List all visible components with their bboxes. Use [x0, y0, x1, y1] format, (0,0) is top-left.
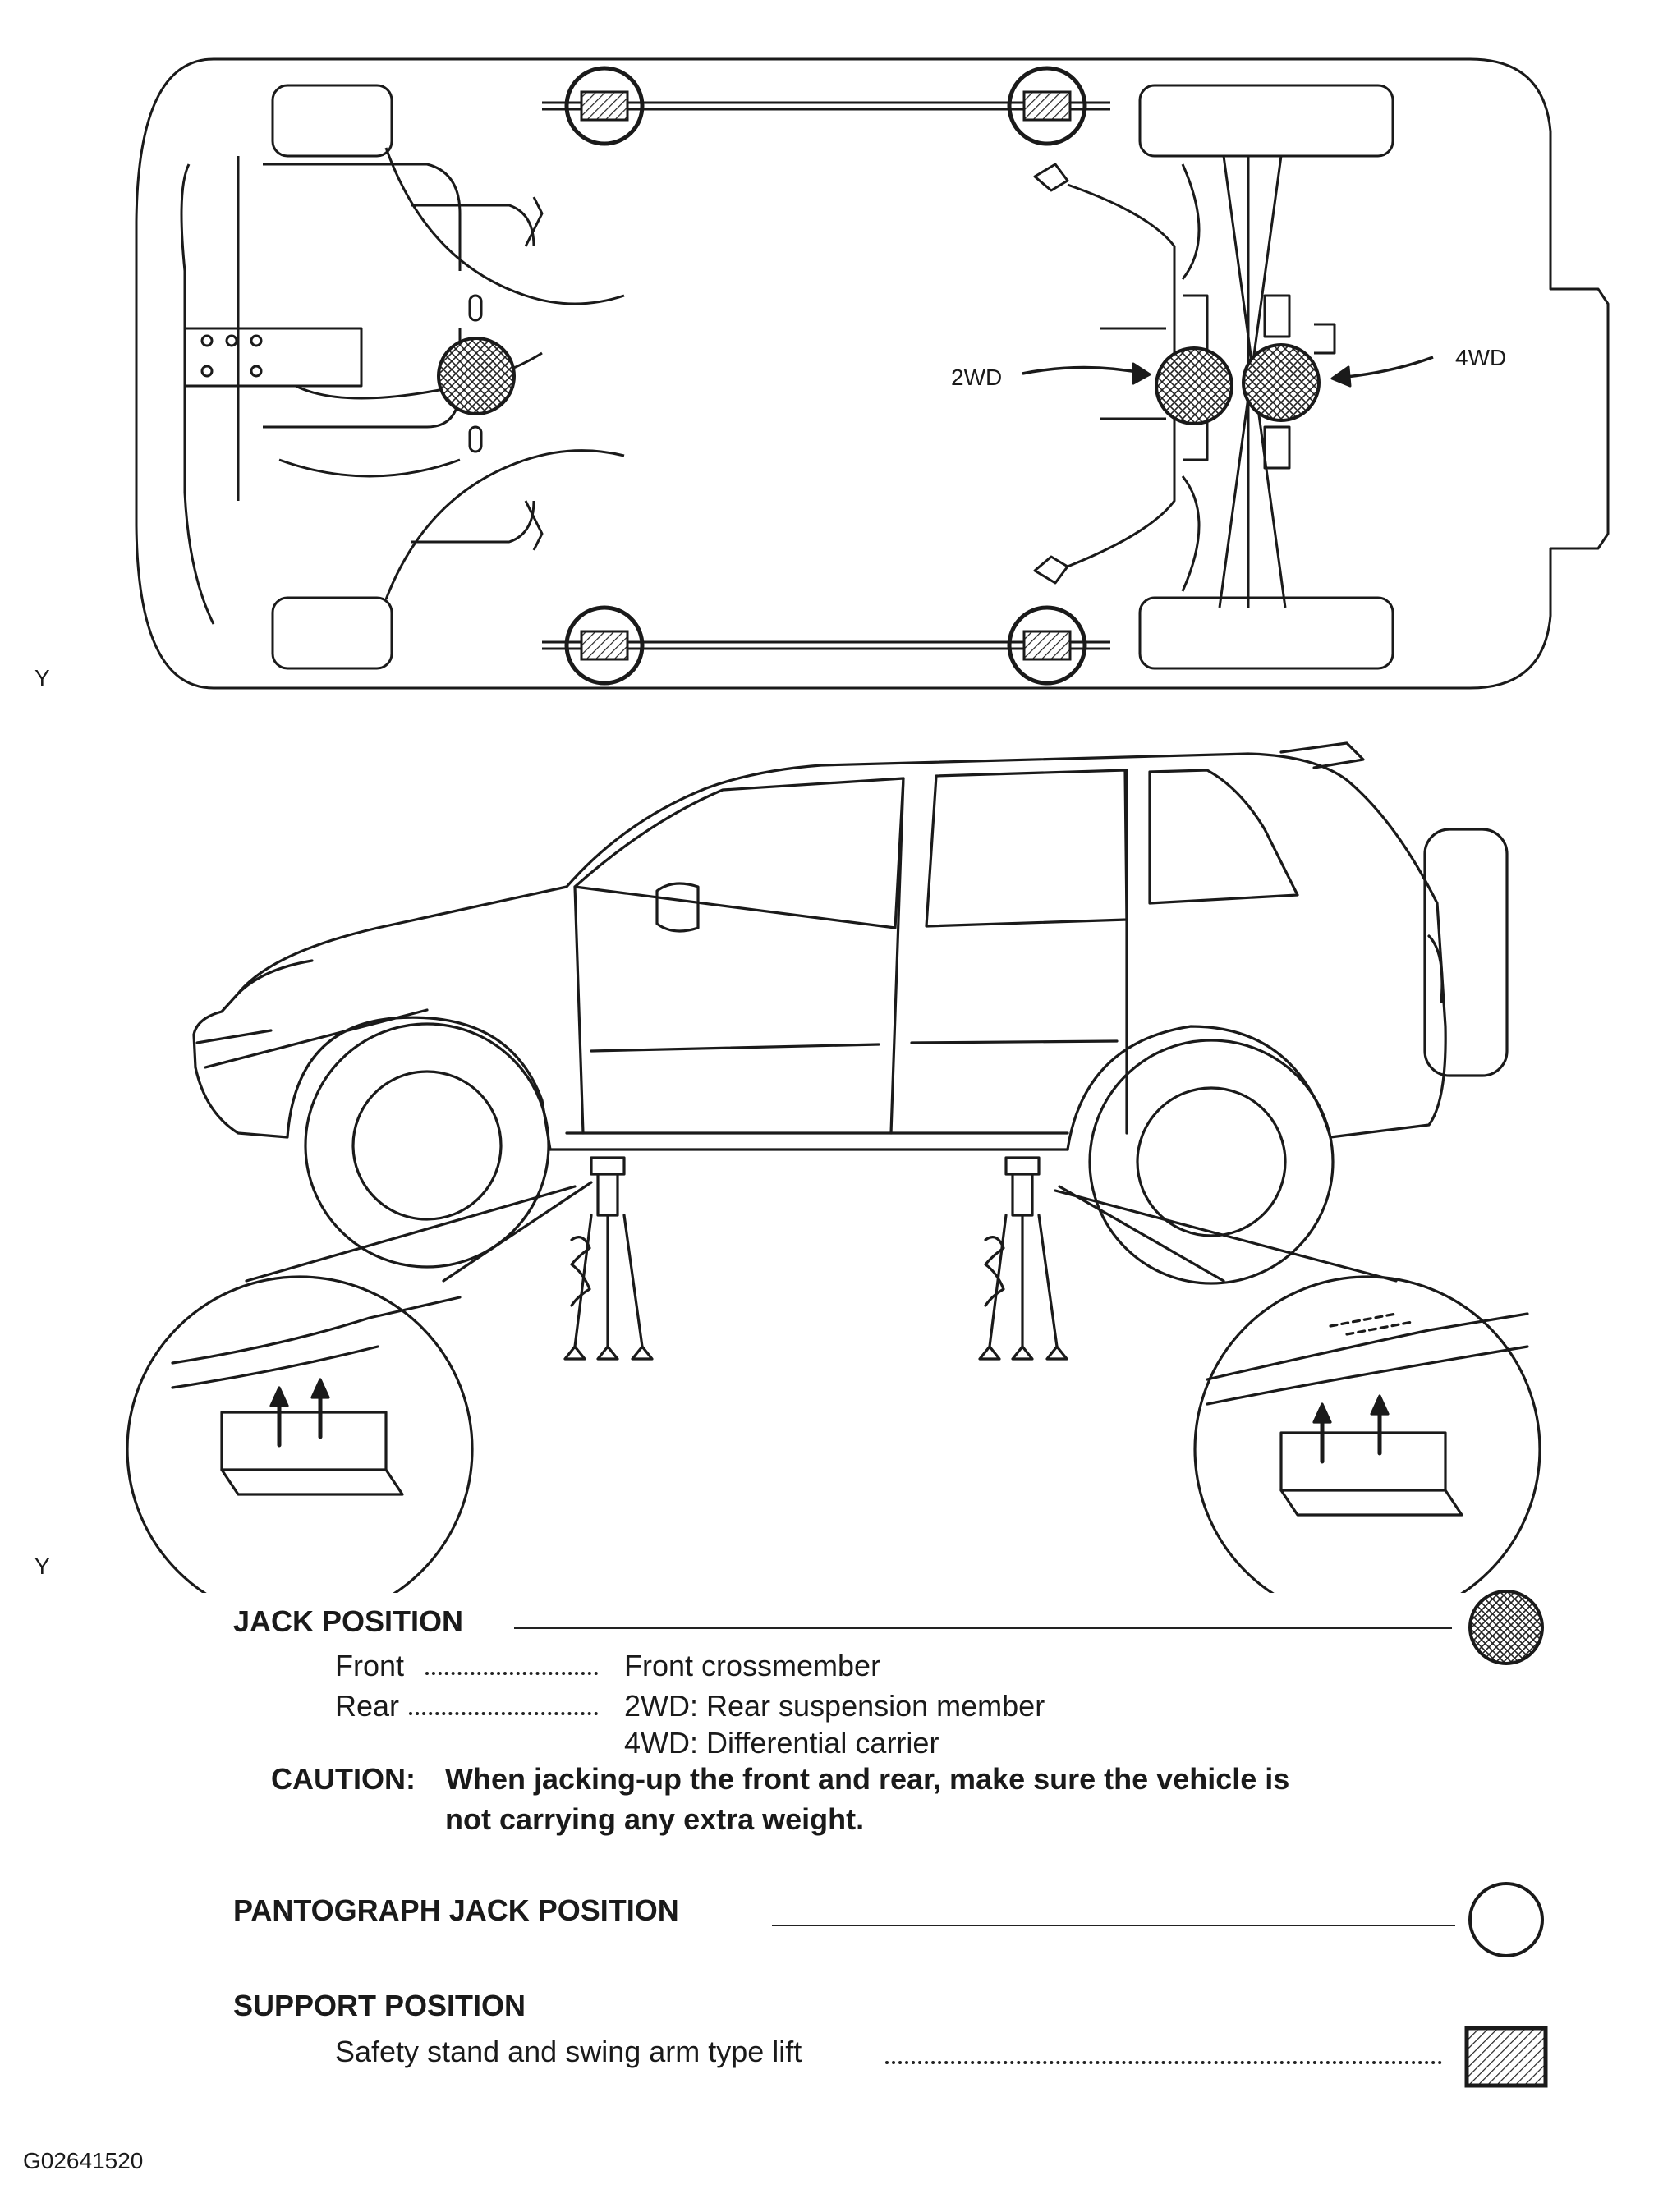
support-position-item: Safety stand and swing arm type lift	[335, 2035, 802, 2068]
jack-rear-leader-dots	[409, 1712, 598, 1715]
jack-front-label: Front	[335, 1649, 405, 1682]
crosshatched-circle-icon	[1468, 1590, 1544, 1665]
underbody-2wd-label: 2WD	[951, 365, 1003, 390]
open-circle-icon	[1468, 1882, 1544, 1957]
caution-text-line2: not carrying any extra weight.	[445, 1802, 865, 1836]
jack-rear-value-2wd: 2WD: Rear suspension member	[624, 1689, 1045, 1723]
jack-rear-label: Rear	[335, 1689, 400, 1723]
side-view-diagram	[126, 741, 1541, 1593]
middle-figure-mark: Y	[34, 1553, 50, 1579]
pantograph-leader-line	[772, 1925, 1455, 1926]
figure-id: G02641520	[23, 2148, 144, 2173]
caution-label: CAUTION:	[271, 1762, 416, 1796]
support-leader-dots	[885, 2061, 1442, 2064]
support-position-title: SUPPORT POSITION	[233, 1989, 526, 2022]
top-figure-mark: Y	[34, 665, 50, 691]
underbody-4wd-label: 4WD	[1455, 345, 1507, 370]
pantograph-jack-position-title: PANTOGRAPH JACK POSITION	[233, 1893, 679, 1927]
hatched-square-icon	[1464, 2026, 1548, 2088]
underbody-view-diagram	[135, 57, 1610, 690]
jack-front-value: Front crossmember	[624, 1649, 881, 1682]
jack-position-leader-line	[514, 1627, 1452, 1629]
jack-front-leader-dots	[425, 1672, 598, 1675]
caution-text-line1: When jacking-up the front and rear, make…	[445, 1762, 1290, 1796]
jack-rear-value-4wd: 4WD: Differential carrier	[624, 1726, 939, 1760]
jack-position-title: JACK POSITION	[233, 1604, 464, 1638]
